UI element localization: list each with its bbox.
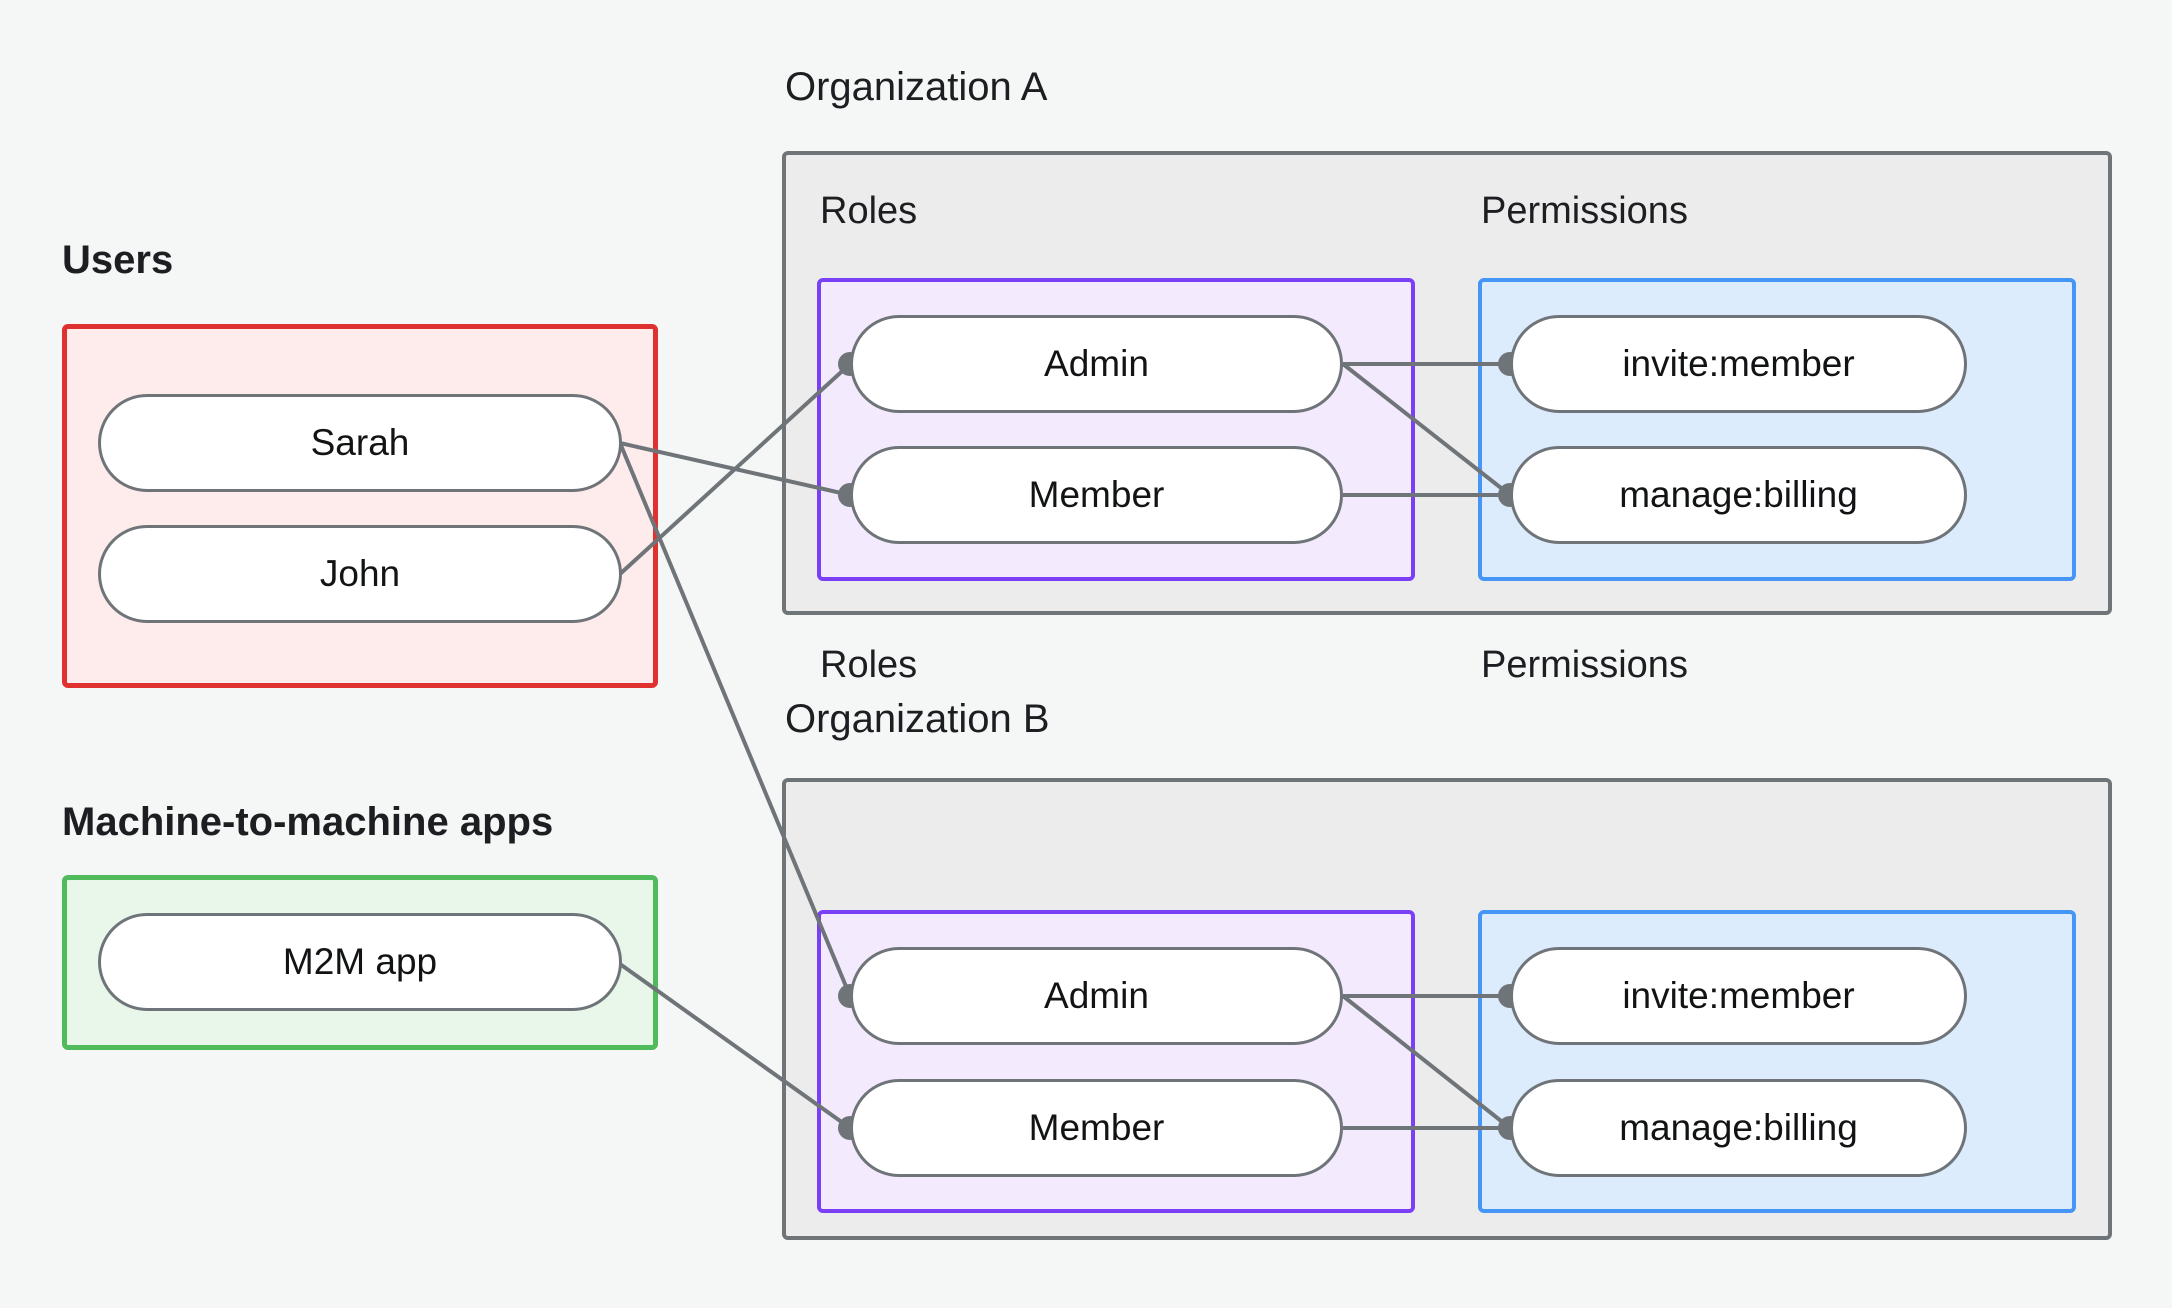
node-user-sarah[interactable]: Sarah	[98, 394, 622, 492]
node-m2m-app[interactable]: M2M app	[98, 913, 622, 1011]
org-a-label: Organization A	[785, 65, 1048, 109]
users-group-box	[62, 324, 658, 688]
node-org-b-perm-manage-billing[interactable]: manage:billing	[1510, 1079, 1967, 1177]
node-org-a-perm-invite-member[interactable]: invite:member	[1510, 315, 1967, 413]
org-b-permissions-label: Permissions	[1481, 644, 1688, 686]
node-user-john[interactable]: John	[98, 525, 622, 623]
org-a-roles-label: Roles	[820, 190, 918, 232]
m2m-group-label: Machine-to-machine apps	[62, 800, 554, 844]
users-group-label: Users	[62, 238, 174, 282]
org-b-label: Organization B	[785, 697, 1050, 741]
node-org-a-role-member[interactable]: Member	[850, 446, 1343, 544]
node-org-a-perm-manage-billing[interactable]: manage:billing	[1510, 446, 1967, 544]
org-a-permissions-label: Permissions	[1481, 190, 1688, 232]
node-org-b-perm-invite-member[interactable]: invite:member	[1510, 947, 1967, 1045]
node-org-a-role-admin[interactable]: Admin	[850, 315, 1343, 413]
node-org-b-role-admin[interactable]: Admin	[850, 947, 1343, 1045]
node-org-b-role-member[interactable]: Member	[850, 1079, 1343, 1177]
org-b-roles-label: Roles	[820, 644, 918, 686]
